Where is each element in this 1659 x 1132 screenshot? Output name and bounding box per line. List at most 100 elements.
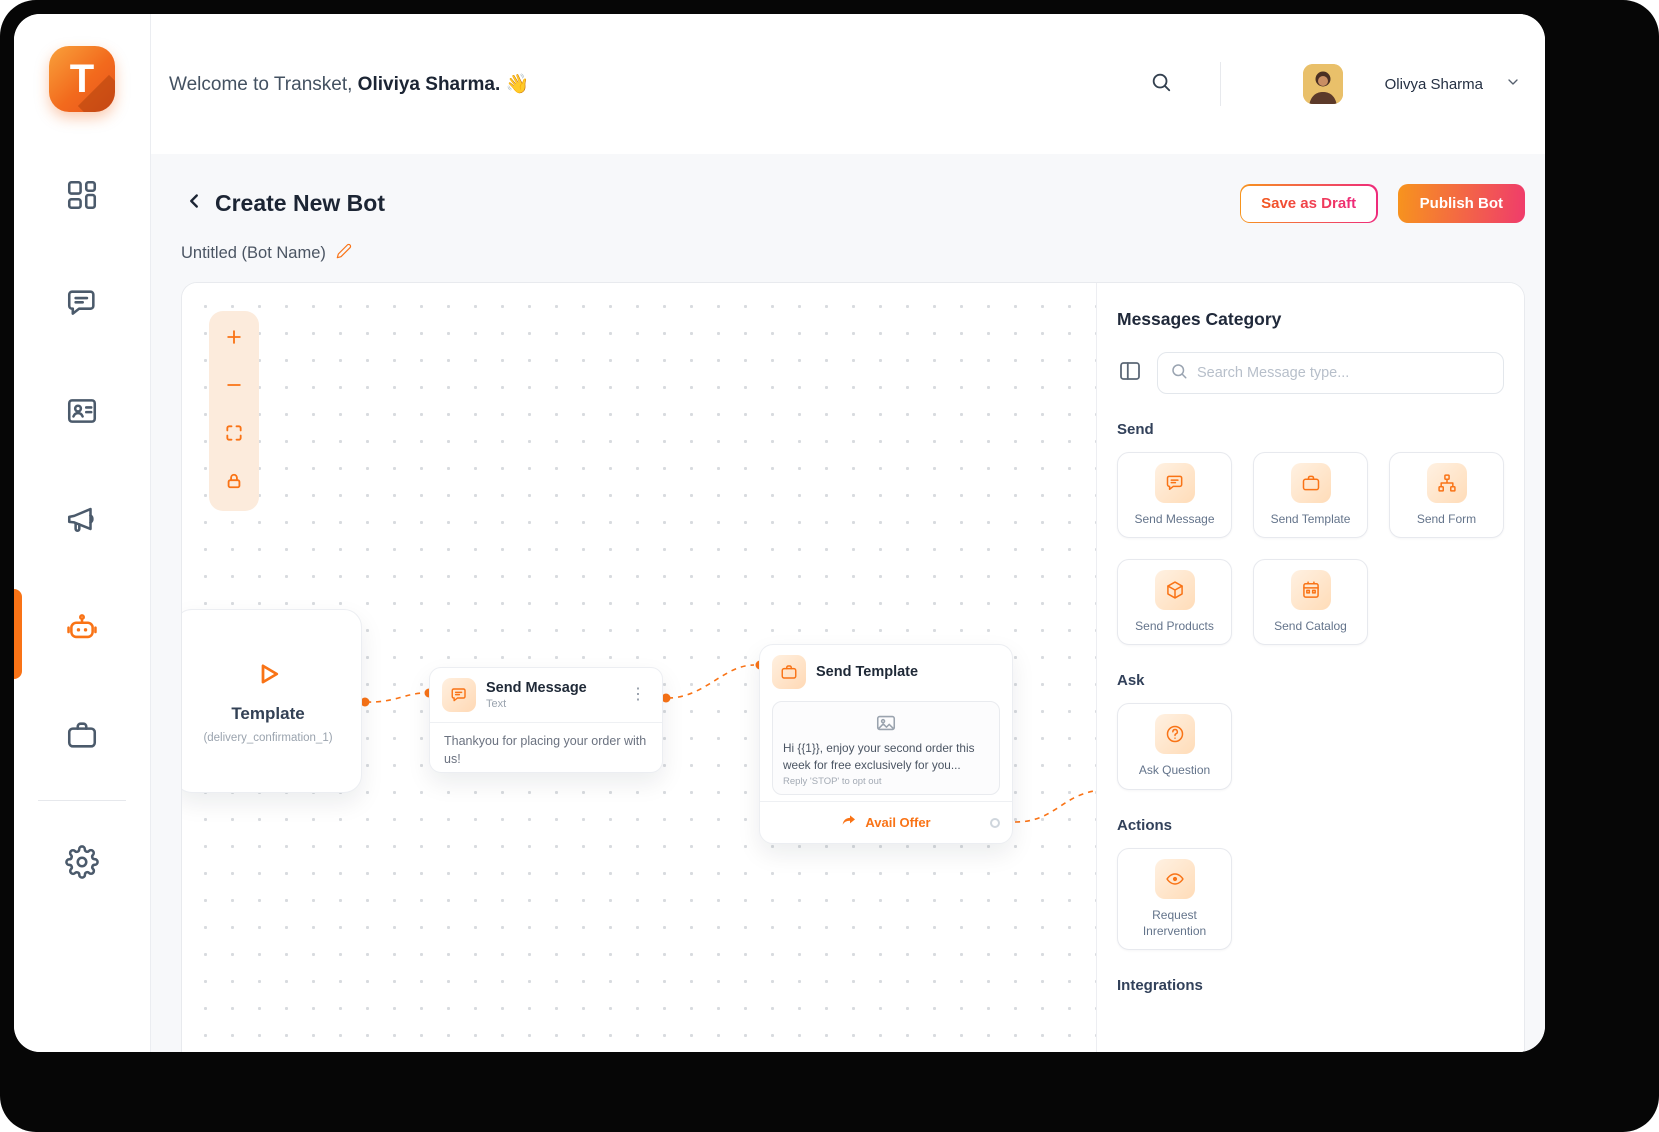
sidebar-divider — [38, 800, 126, 801]
node-send-template-title: Send Template — [816, 664, 919, 680]
contact-card-icon — [65, 394, 99, 433]
sidebar-item-commerce[interactable] — [59, 714, 105, 760]
intervention-icon — [1154, 858, 1195, 899]
megaphone-icon — [65, 502, 99, 541]
briefcase-icon — [65, 718, 99, 757]
avail-offer-button[interactable]: Avail Offer — [760, 801, 1012, 843]
question-icon — [1154, 714, 1195, 755]
card-send-catalog[interactable]: Send Catalog — [1253, 559, 1368, 646]
user-menu-chevron[interactable] — [1505, 74, 1521, 95]
template-body-text: Hi {{1}}, enjoy your second order this w… — [783, 741, 975, 772]
save-as-draft-label: Save as Draft — [1261, 194, 1357, 212]
section-label-ask: Ask — [1117, 672, 1145, 690]
form-flow-icon — [1426, 463, 1467, 503]
sidebar-item-bots[interactable] — [59, 606, 105, 652]
panel-search-row — [1117, 352, 1504, 394]
main-area: Create New Bot Save as Draft Publish Bot… — [151, 154, 1545, 1052]
zoom-out-button[interactable] — [209, 363, 259, 411]
search-icon — [1170, 362, 1188, 385]
user-name: Olivya Sharma — [1384, 75, 1483, 93]
message-search-input[interactable] — [1197, 365, 1491, 381]
cube-icon — [1154, 570, 1195, 611]
card-send-form[interactable]: Send Form — [1389, 452, 1504, 539]
lock-canvas-button[interactable] — [209, 459, 259, 507]
card-label: Ask Question — [1138, 763, 1211, 778]
section-label-integrations: Integrations — [1117, 976, 1203, 994]
card-label: Send Message — [1134, 512, 1215, 526]
card-label: Send Form — [1416, 512, 1477, 526]
play-icon — [253, 659, 283, 694]
edit-pencil-icon[interactable] — [336, 243, 352, 264]
save-as-draft-button[interactable]: Save as Draft — [1239, 184, 1378, 223]
fit-screen-icon — [224, 423, 244, 448]
ask-cards-grid: Ask Question — [1117, 703, 1504, 790]
card-label: Send Template — [1270, 512, 1351, 526]
catalog-icon — [1290, 570, 1331, 611]
avatar[interactable] — [1302, 64, 1343, 104]
canvas-zoom-toolbar — [209, 311, 259, 511]
fit-screen-button[interactable] — [209, 411, 259, 459]
messages-category-panel: Messages Category Send — [1096, 283, 1524, 1052]
output-port[interactable] — [990, 817, 1000, 828]
page-title: Create New Bot — [215, 190, 385, 216]
lock-icon — [224, 471, 244, 496]
message-search-box — [1157, 352, 1504, 394]
bot-name: Untitled (Bot Name) — [181, 244, 326, 262]
node-send-message-title: Send Message — [486, 680, 587, 696]
kebab-menu-icon[interactable]: ⋮ — [630, 686, 646, 703]
chevron-down-icon — [1505, 77, 1521, 94]
plus-icon — [224, 327, 244, 352]
panel-title: Messages Category — [1117, 309, 1282, 329]
node-template[interactable]: Template (delivery_confirmation_1) — [182, 609, 362, 793]
template-opt-out-text: Reply 'STOP' to opt out — [783, 776, 882, 788]
card-label: Request Inrervention — [1142, 907, 1207, 938]
logo-letter: T — [69, 56, 95, 101]
node-send-template[interactable]: Send Template Hi {{1}}, enjoy your secon… — [759, 644, 1013, 844]
page-title-row: Create New Bot Save as Draft Publish Bot — [181, 184, 1525, 223]
transket-logo: T — [49, 46, 115, 112]
card-ask-question[interactable]: Ask Question — [1117, 703, 1232, 790]
card-send-message[interactable]: Send Message — [1117, 452, 1232, 539]
search-icon — [1150, 71, 1172, 98]
sidebar-item-settings[interactable] — [59, 841, 105, 887]
node-send-message-type: Text — [486, 698, 507, 710]
chat-icon — [442, 678, 476, 712]
sidebar-nav — [14, 174, 150, 887]
sidebar-item-contacts[interactable] — [59, 390, 105, 436]
zoom-in-button[interactable] — [209, 315, 259, 363]
bot-name-row: Untitled (Bot Name) — [181, 243, 1525, 264]
sidebar: T — [14, 14, 151, 1052]
section-label-send: Send — [1117, 421, 1154, 438]
sidebar-item-dashboard[interactable] — [59, 174, 105, 220]
publish-bot-button[interactable]: Publish Bot — [1397, 184, 1525, 223]
card-send-template[interactable]: Send Template — [1253, 452, 1368, 539]
app-window: T — [14, 14, 1545, 1052]
header-divider — [1219, 62, 1221, 106]
flow-canvas[interactable]: Template (delivery_confirmation_1) Send … — [182, 283, 1096, 1052]
avail-offer-label: Avail Offer — [865, 815, 931, 830]
back-button[interactable] — [181, 191, 207, 217]
welcome-prefix: Welcome to Transket, — [169, 74, 358, 95]
card-send-products[interactable]: Send Products — [1117, 559, 1232, 646]
header-actions: Olivya Sharma — [1146, 62, 1521, 106]
forward-arrow-icon — [841, 812, 857, 833]
card-request-intervention[interactable]: Request Inrervention — [1117, 847, 1232, 950]
top-header: Welcome to Transket, Oliviya Sharma. 👋 O… — [151, 14, 1545, 154]
search-button[interactable] — [1146, 69, 1176, 99]
node-send-message-body: Thankyou for placing your order with us! — [430, 722, 662, 777]
dashboard-grid-icon — [65, 178, 99, 217]
node-send-template-header: Send Template — [760, 645, 1012, 699]
minus-icon — [224, 375, 244, 400]
card-label: Send Catalog — [1274, 619, 1347, 634]
sidebar-item-chats[interactable] — [59, 282, 105, 328]
sidebar-item-campaigns[interactable] — [59, 498, 105, 544]
template-preview-card: Hi {{1}}, enjoy your second order this w… — [772, 701, 1000, 796]
node-template-title: Template — [231, 703, 305, 723]
briefcase-icon — [1290, 463, 1331, 503]
node-send-message[interactable]: Send Message Text ⋮ Thankyou for placing… — [429, 667, 663, 773]
collapse-panel-button[interactable] — [1117, 360, 1143, 386]
briefcase-icon — [772, 655, 806, 689]
content-column: Welcome to Transket, Oliviya Sharma. 👋 O… — [151, 14, 1545, 1052]
title-actions: Save as Draft Publish Bot — [1239, 184, 1525, 223]
